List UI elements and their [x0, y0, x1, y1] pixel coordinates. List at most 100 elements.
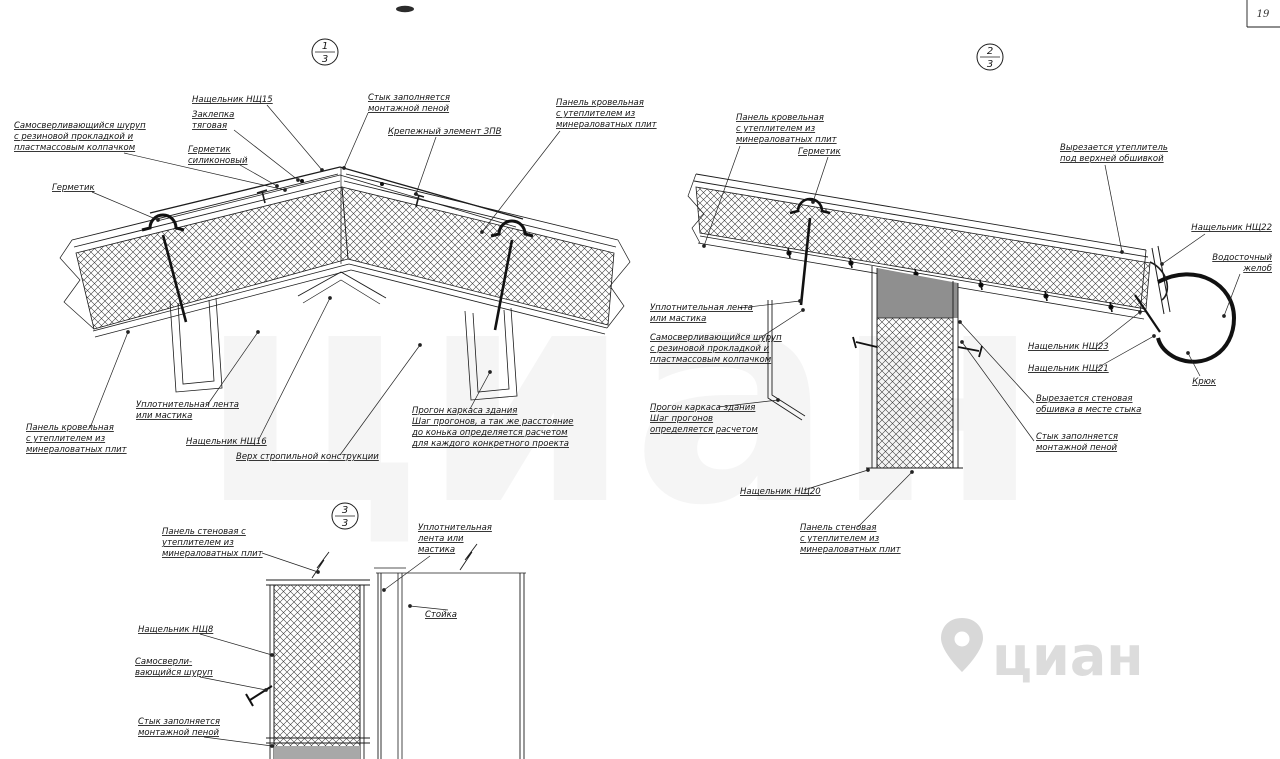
annotation-purlin-note: до конька определяется расчетом	[411, 428, 568, 438]
annotation-purlin-note: Шаг прогонов	[650, 414, 713, 424]
gutter	[1156, 272, 1237, 364]
annotation-foam-joint: монтажной пеной	[368, 104, 450, 114]
detail-2-labels: Панель кровельная с утеплителем из минер…	[650, 113, 1272, 555]
location-pin-hole	[954, 631, 970, 647]
annotation-sealing-tape: или мастика	[136, 411, 192, 421]
annotation-self-drilling-screw: Самосверли-	[135, 657, 192, 667]
annotation-roof-panel: минераловатных плит	[556, 120, 658, 130]
annotation-wall-panel: утеплителем из	[161, 538, 234, 548]
anchor-bolt-right	[493, 239, 514, 331]
annotation-fastener-element: Крепежный элемент ЗПВ	[388, 127, 502, 137]
annotation-roof-panel-2: минераловатных плит	[26, 445, 128, 455]
detail-2-number: 2	[987, 46, 993, 57]
annotation-roof-panel-2: с утеплителем из	[26, 434, 106, 444]
annotation-roof-panel-2: Панель кровельная	[26, 423, 114, 433]
stud-flange	[397, 573, 403, 759]
detail-1-linework	[59, 166, 631, 401]
annotation-stud: Стойка	[425, 610, 457, 620]
purlin-left	[169, 297, 223, 393]
annotation-silicone-sealant: силиконовый	[188, 156, 248, 166]
anchor-bolt	[799, 217, 812, 306]
annotation-sealing-tape: Уплотнительная лента	[650, 303, 753, 313]
annotation-wall-panel: Панель стеновая с	[162, 527, 246, 537]
annotation-sealing-tape: или мастика	[650, 314, 706, 324]
detail-2-marker: 2 3	[976, 43, 1004, 71]
annotation-self-drilling-screw: вающийся шуруп	[135, 668, 213, 678]
annotation-roof-panel: Панель кровельная	[556, 98, 644, 108]
break-symbol	[311, 551, 330, 579]
annotation-roof-panel: с утеплителем из	[736, 124, 816, 134]
detail-3-denominator: 3	[342, 518, 348, 529]
annotation-flashing-22: Нащельник НЩ22	[1191, 223, 1272, 233]
break-symbol	[459, 543, 478, 571]
annotation-purlin-note: Прогон каркаса здания	[650, 403, 755, 413]
annotation-flashing-15: Нащельник НЩ15	[192, 95, 273, 105]
scan-artifact	[396, 5, 414, 13]
annotation-silicone-sealant: Герметик	[188, 145, 231, 155]
annotation-wall-panel: минераловатных плит	[162, 549, 264, 559]
annotation-gutter: желоб	[1242, 264, 1272, 274]
page-number: 19	[1257, 9, 1270, 20]
wall-screw	[245, 685, 273, 707]
annotation-roof-panel: Панель кровельная	[736, 113, 824, 123]
annotation-gutter: Водосточный	[1212, 253, 1272, 263]
annotation-self-drilling-screw: с резиновой прокладкой и	[650, 344, 770, 354]
detail-2-denominator: 3	[987, 59, 993, 70]
wall-screw-right	[957, 345, 983, 358]
annotation-foam-joint: монтажной пеной	[1036, 443, 1118, 453]
page-corner: 19	[396, 0, 1280, 28]
detail-1-labels: Самосверливающийся шуруп с резиновой про…	[14, 93, 658, 462]
detail-2-eave: 2 3	[650, 43, 1272, 555]
annotation-insulation-cutout: Вырезается утеплитель	[1060, 143, 1168, 153]
saddle-clamp-left	[141, 213, 185, 232]
detail-1-number: 1	[322, 41, 328, 52]
watermark-brand-text: циан	[992, 625, 1144, 688]
annotation-flashing-8: Нащельник НЩ8	[138, 625, 214, 635]
detail-3-leaders	[199, 552, 449, 748]
annotation-flashing-16: Нащельник НЩ16	[186, 437, 267, 447]
annotation-wall-cutout: обшивка в месте стыка	[1036, 405, 1141, 415]
wall-cutout-zone	[877, 268, 958, 318]
annotation-wall-panel: с утеплителем из	[800, 534, 880, 544]
wall-screw-left	[852, 336, 878, 349]
annotation-foam-joint: Стык заполняется	[368, 93, 450, 103]
detail-2-linework	[687, 173, 1237, 469]
annotation-roof-panel: с утеплителем из	[556, 109, 636, 119]
brand-watermark: циан	[941, 618, 1144, 688]
saddle-clamp-right	[490, 219, 534, 238]
detail-1-marker: 1 3	[311, 38, 339, 66]
rivet	[380, 182, 384, 186]
detail-2-leaders	[702, 145, 1241, 528]
purlin-right	[464, 307, 518, 401]
annotation-self-drilling-screw: с резиновой прокладкой и	[14, 132, 134, 142]
annotation-flashing-20: Нащельник НЩ20	[740, 487, 821, 497]
annotation-wall-panel: Панель стеновая	[800, 523, 876, 533]
detail-3-wall: 3 3	[135, 502, 526, 759]
detail-1-leaders	[89, 104, 561, 456]
annotation-foam-joint: Стык заполняется	[1036, 432, 1118, 442]
wall-panel-core	[273, 584, 361, 759]
gutter-bracket	[1134, 294, 1161, 333]
annotation-self-drilling-screw: Самосверливающийся шуруп	[14, 121, 146, 131]
detail-3-marker: 3 3	[331, 502, 359, 530]
annotation-purlin-note: определяется расчетом	[650, 425, 758, 435]
annotation-flashing-23: Нащельник НЩ23	[1028, 342, 1109, 352]
annotation-flashing-21: Нащельник НЩ21	[1028, 364, 1109, 374]
annotation-foam-joint: Стык заполняется	[138, 717, 220, 727]
annotation-sealing-tape: мастика	[418, 545, 455, 555]
annotation-truss-top: Верх стропильной конструкции	[236, 452, 379, 462]
annotation-purlin-note: для каждого конкретного проекта	[411, 439, 569, 449]
annotation-insulation-cutout: под верхней обшивкой	[1060, 154, 1164, 164]
annotation-purlin-note: Прогон каркаса здания	[412, 406, 517, 416]
rivet	[300, 179, 304, 183]
annotation-sealing-tape: Уплотнительная	[418, 523, 492, 533]
detail-3-labels: Панель стеновая с утеплителем из минерал…	[135, 523, 492, 738]
annotation-sealant: Герметик	[52, 183, 95, 193]
annotation-foam-joint: монтажной пеной	[138, 728, 220, 738]
roof-panel-core	[695, 186, 1151, 310]
annotation-purlin-note: Шаг прогонов, а так же расстояние	[412, 417, 573, 427]
detail-3-number: 3	[342, 505, 348, 516]
wall-panel-core	[876, 317, 954, 469]
